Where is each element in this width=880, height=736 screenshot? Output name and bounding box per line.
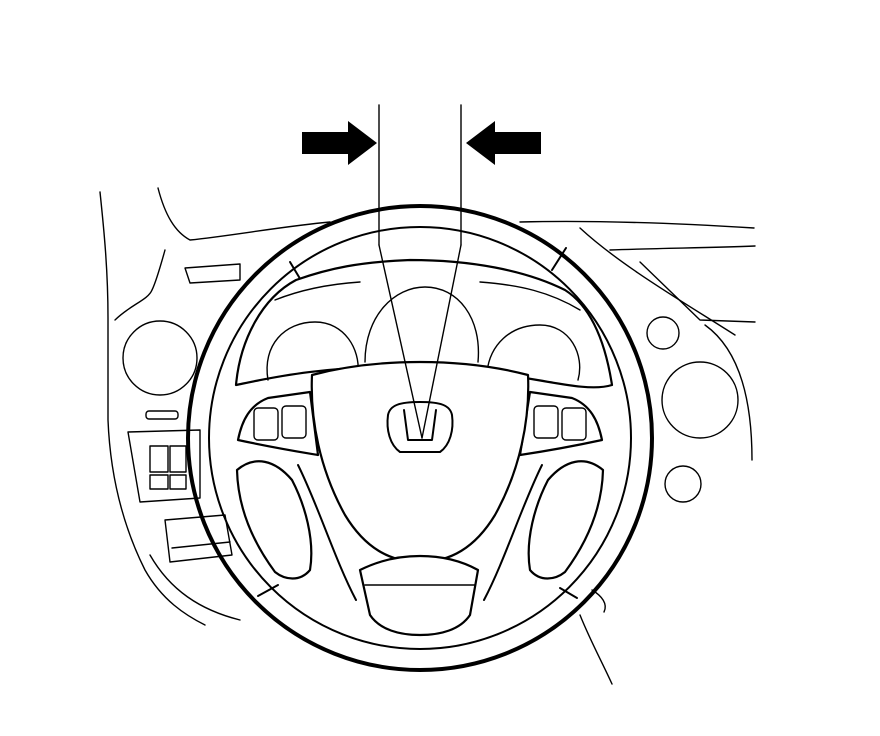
wheel-hub — [235, 360, 605, 637]
instrument-cluster — [234, 258, 614, 389]
dashboard — [99, 187, 756, 685]
arrow-right-icon — [302, 121, 377, 165]
honda-logo-icon — [386, 401, 454, 453]
arrow-left-icon — [466, 121, 541, 165]
alignment-lines — [378, 104, 462, 439]
